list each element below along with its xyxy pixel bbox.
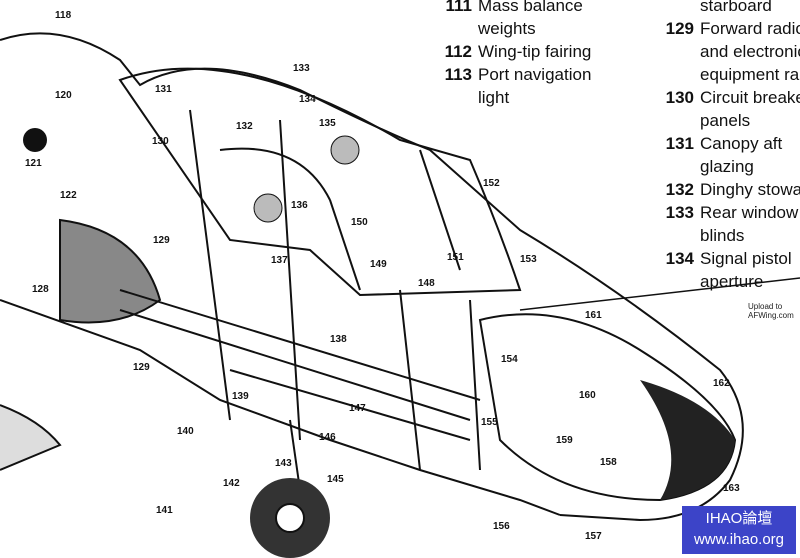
callout-142: 142 <box>223 478 240 489</box>
watermark-url: www.ihao.org <box>693 531 785 548</box>
key-text: starboard <box>700 0 772 15</box>
callout-147: 147 <box>349 403 366 414</box>
key-item-111: 111 Mass balance weights <box>430 0 591 40</box>
key-item-continued: starboard <box>652 0 800 17</box>
callout-137: 137 <box>271 255 288 266</box>
callout-140: 140 <box>177 426 194 437</box>
callout-134: 134 <box>299 94 316 105</box>
canopy-frame <box>118 67 522 297</box>
key-number: 130 <box>665 88 694 107</box>
seat-headrest <box>253 193 283 223</box>
callout-156: 156 <box>493 521 510 532</box>
callout-145: 145 <box>327 474 344 485</box>
key-item-131: 131 Canopy aft glazing <box>652 132 800 178</box>
callout-154: 154 <box>501 354 518 365</box>
watermark-title: IHAO論壇 <box>705 510 773 527</box>
key-number: 129 <box>665 19 694 38</box>
callout-149: 149 <box>370 259 387 270</box>
bulkhead-frames <box>189 109 481 471</box>
key-text: Forward radio and electronic equipment r… <box>700 19 800 84</box>
key-number: 133 <box>665 203 694 222</box>
key-item-130: 130 Circuit breaker panels <box>652 86 800 132</box>
callout-159: 159 <box>556 435 573 446</box>
pitot-line <box>519 277 800 311</box>
callout-122: 122 <box>60 190 77 201</box>
key-text: Port navigation light <box>478 65 592 107</box>
parts-key-right: starboard 129 Forward radio and electroni… <box>652 0 800 293</box>
canopy-bow <box>219 147 461 291</box>
callout-129-upper: 129 <box>153 235 170 246</box>
callout-161: 161 <box>585 310 602 321</box>
key-number: 113 <box>444 65 472 84</box>
longerons <box>119 289 481 441</box>
callout-128: 128 <box>32 284 49 295</box>
callout-118: 118 <box>55 10 72 21</box>
callout-148: 148 <box>418 278 435 289</box>
key-text: Rear window blinds <box>700 203 799 245</box>
intake-fairing <box>59 218 162 324</box>
key-number <box>652 0 700 17</box>
callout-132: 132 <box>236 121 253 132</box>
callout-153: 153 <box>520 254 537 265</box>
key-text: Canopy aft glazing <box>700 134 783 176</box>
key-number: 131 <box>665 134 694 153</box>
key-text: Signal pistol aperture <box>700 249 792 291</box>
callout-136: 136 <box>291 200 308 211</box>
seat-headrest-aft <box>330 135 360 165</box>
source-note: Upload to AFWing.com <box>748 302 794 320</box>
key-number: 111 <box>445 0 473 15</box>
callout-143: 143 <box>275 458 292 469</box>
key-item-133: 133 Rear window blinds <box>652 201 800 247</box>
callout-150: 150 <box>351 217 368 228</box>
callout-146: 146 <box>319 432 336 443</box>
key-item-134: 134 Signal pistol aperture <box>652 247 800 293</box>
instrument-dial <box>23 128 47 152</box>
key-item-112: 112 Wing-tip fairing <box>430 40 592 63</box>
callout-141: 141 <box>156 505 173 516</box>
callout-151: 151 <box>447 252 464 263</box>
nose-wheel-hub <box>275 503 305 533</box>
callout-139: 139 <box>232 391 249 402</box>
callout-130: 130 <box>152 136 169 147</box>
callout-155: 155 <box>481 417 498 428</box>
callout-121: 121 <box>25 158 42 169</box>
callout-152: 152 <box>483 178 500 189</box>
key-item-113: 113 Port navigation light <box>430 63 592 109</box>
callout-131: 131 <box>155 84 172 95</box>
key-number: 134 <box>665 249 694 268</box>
key-text: Circuit breaker panels <box>700 88 800 130</box>
fuselage-top-outline <box>0 32 744 522</box>
callout-157: 157 <box>585 531 602 542</box>
callout-135: 135 <box>319 118 336 129</box>
dark-nose-cone <box>640 380 735 500</box>
watermark-badge: IHAO論壇 www.ihao.org <box>682 506 796 554</box>
callout-162: 162 <box>713 378 730 389</box>
key-number: 112 <box>444 42 472 61</box>
key-number: 132 <box>665 180 694 199</box>
key-text: Wing-tip fairing <box>478 42 592 61</box>
callout-163: 163 <box>723 483 740 494</box>
callout-160: 160 <box>579 390 596 401</box>
callout-138: 138 <box>330 334 347 345</box>
parts-key-left: 111 Mass balance weights 112 Wing-tip fair… <box>430 0 592 109</box>
port-wing-stub <box>0 404 62 471</box>
key-item-132: 132 Dinghy stowage <box>652 178 800 201</box>
callout-133: 133 <box>293 63 310 74</box>
key-item-129: 129 Forward radio and electronic equipmen… <box>652 17 800 86</box>
fuselage-bottom-outline <box>0 299 561 516</box>
key-text: Mass balance weights <box>478 0 583 38</box>
callout-129-lower: 129 <box>133 362 150 373</box>
callout-158: 158 <box>600 457 617 468</box>
key-text: Dinghy stowage <box>700 180 800 199</box>
callout-120: 120 <box>55 90 72 101</box>
nose-gear-leg <box>289 419 301 491</box>
